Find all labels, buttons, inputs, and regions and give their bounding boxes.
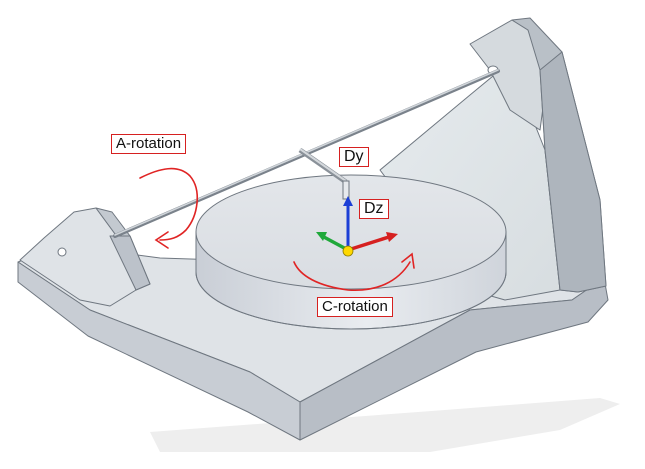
c-rotation-arrow: [293, 252, 415, 292]
dz-label: Dz: [359, 199, 389, 219]
right-upright: [379, 17, 607, 301]
left-upright: [19, 207, 151, 307]
a-rotation-arrow: [139, 167, 198, 249]
floor-shadow: [150, 398, 620, 452]
a-rotation-label: A-rotation: [111, 134, 187, 154]
dy-label: Dy: [339, 147, 369, 167]
rotary-table: [195, 174, 507, 330]
c-rotation-label: C-rotation: [317, 297, 393, 317]
coordinate-triad: [316, 196, 398, 257]
probe-arm: [298, 147, 350, 200]
